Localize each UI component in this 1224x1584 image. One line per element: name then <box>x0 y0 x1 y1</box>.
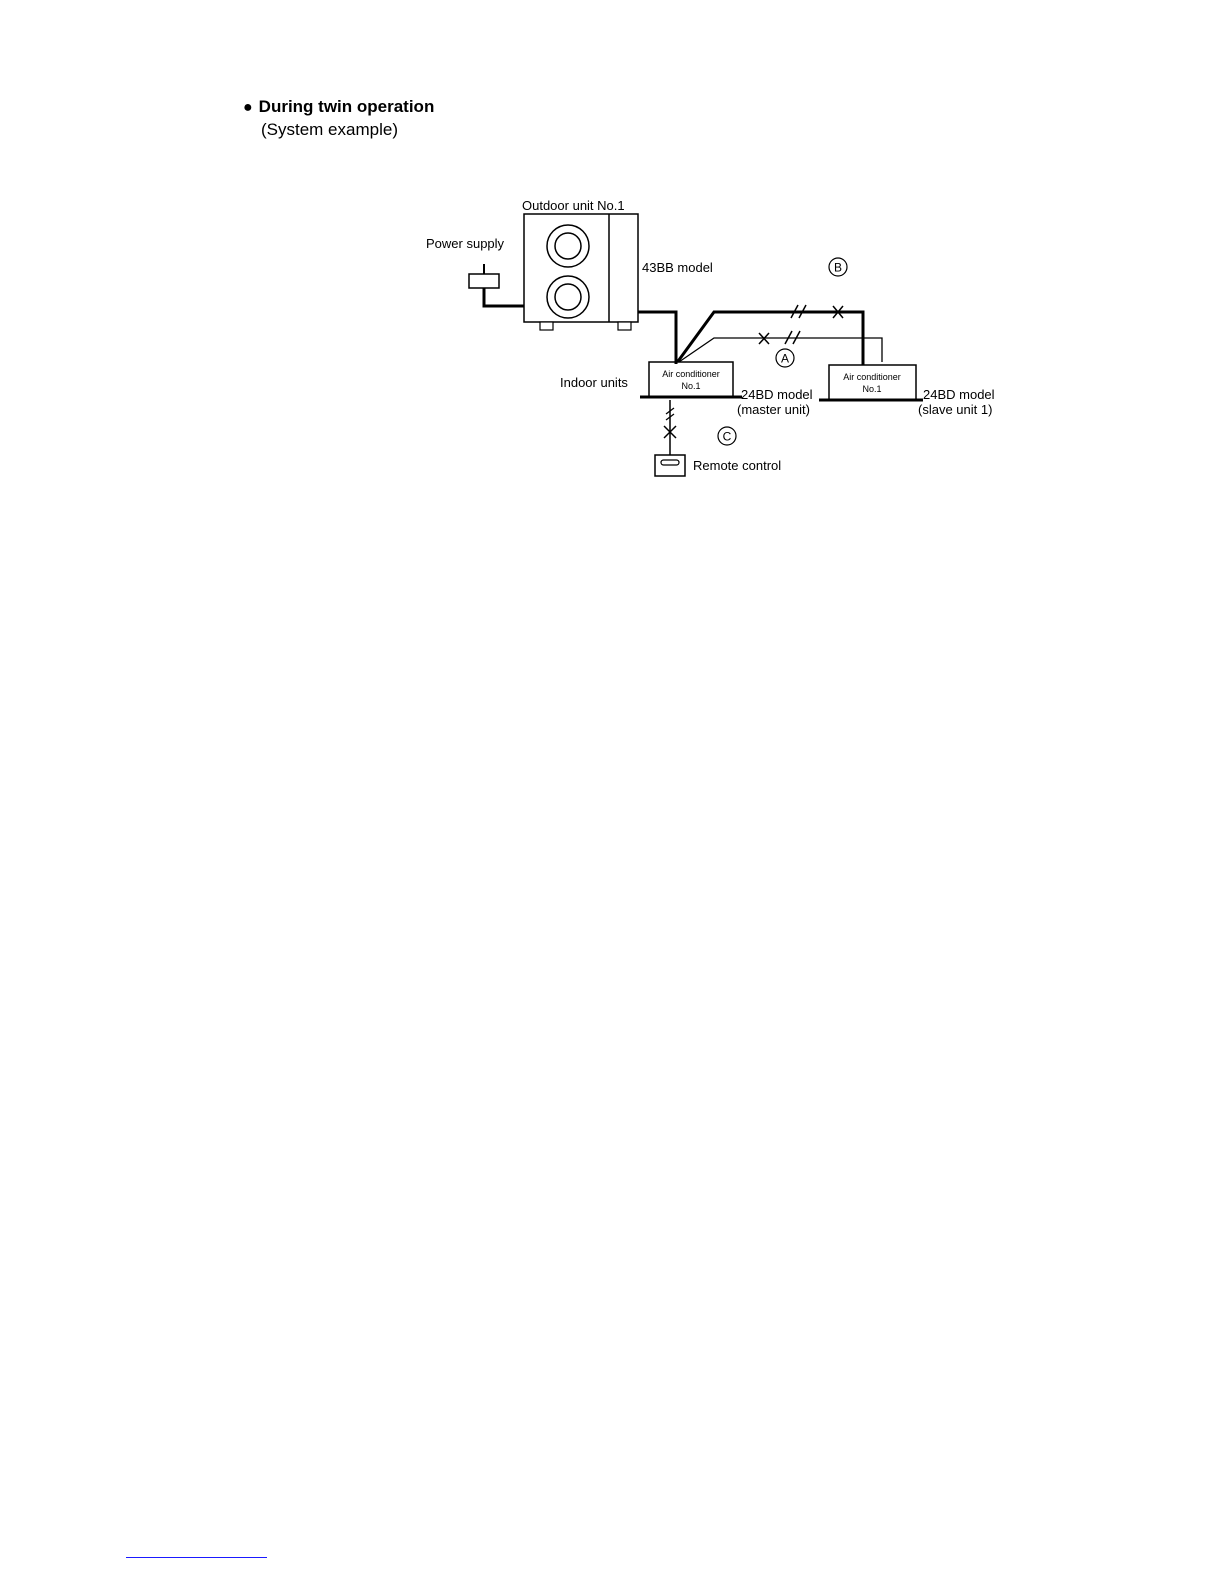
outdoor-to-master-wire <box>638 312 676 364</box>
footer-rule <box>126 1557 267 1558</box>
power-supply-breaker-icon <box>469 264 499 288</box>
svg-text:B: B <box>834 261 842 275</box>
right-foot <box>618 322 631 330</box>
master-indoor-unit: Air conditioner No.1 <box>640 362 742 397</box>
outdoor-unit <box>524 214 638 330</box>
slave-model-label: 24BD model <box>923 387 995 402</box>
master-unit-box <box>649 362 733 397</box>
remote-control-icon <box>655 455 685 476</box>
remote-control-label: Remote control <box>693 458 781 473</box>
master-unit-text-line2: No.1 <box>681 381 700 391</box>
svg-text:A: A <box>781 352 789 366</box>
slave-indoor-unit: Air conditioner No.1 <box>819 365 923 400</box>
master-model-label: 24BD model <box>741 387 813 402</box>
indoor-units-label: Indoor units <box>560 375 628 390</box>
master-unit-text-line1: Air conditioner <box>662 369 720 379</box>
outdoor-unit-label: Outdoor unit No.1 <box>522 198 625 213</box>
slave-unit-box <box>829 365 916 400</box>
slave-role-label: (slave unit 1) <box>918 402 992 417</box>
slave-unit-text-line1: Air conditioner <box>843 372 901 382</box>
power-supply-wire <box>484 288 524 306</box>
wire-b-route <box>676 312 863 367</box>
slave-unit-text-line2: No.1 <box>862 384 881 394</box>
marker-c: C <box>718 427 736 445</box>
marker-b: B <box>829 258 847 276</box>
master-role-label: (master unit) <box>737 402 810 417</box>
left-foot <box>540 322 553 330</box>
marker-a: A <box>776 349 794 367</box>
power-supply-label: Power supply <box>426 236 505 251</box>
svg-text:C: C <box>723 430 732 444</box>
outdoor-model-label: 43BB model <box>642 260 713 275</box>
